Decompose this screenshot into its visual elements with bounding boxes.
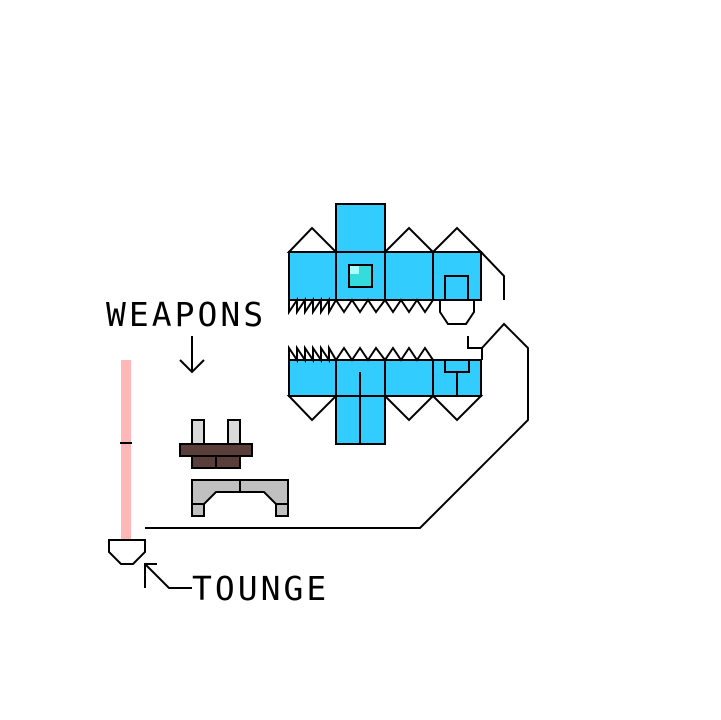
weapon-brown-handle-right xyxy=(227,419,241,445)
eye-highlight xyxy=(350,266,359,274)
weapon-brown-handle-left xyxy=(191,419,205,445)
lower-teeth-left xyxy=(288,344,338,364)
weapon-brown-guard-left xyxy=(191,455,217,469)
upper-row-left xyxy=(288,251,337,301)
tongue-shaft xyxy=(121,360,131,540)
connector xyxy=(145,322,529,529)
down-arrow-icon xyxy=(179,336,205,374)
lower-spike-mid xyxy=(382,395,436,422)
upper-spike-right xyxy=(430,226,484,253)
lower-teeth-mid xyxy=(334,346,435,362)
upper-head-block xyxy=(335,203,386,253)
connector-arrowhead xyxy=(467,336,483,360)
weapon-brown xyxy=(179,419,253,469)
weapon-brown-bar xyxy=(179,443,253,457)
upper-jaw xyxy=(286,203,505,325)
lower-teeth xyxy=(288,344,435,364)
tongue-label: TOUNGE xyxy=(192,569,329,608)
lower-jaw xyxy=(286,359,484,445)
upper-teeth xyxy=(288,296,435,316)
upper-spike-mid xyxy=(382,226,436,253)
tongue xyxy=(108,360,146,565)
upper-teeth-left xyxy=(288,296,338,316)
weapon-grey xyxy=(191,479,289,517)
upper-row-mid xyxy=(384,251,434,301)
upper-spike-left xyxy=(286,226,339,253)
pointer-arrow-icon xyxy=(144,563,192,589)
lower-row-mid xyxy=(384,359,434,397)
lower-leg-right xyxy=(359,395,386,445)
lower-spike-right xyxy=(430,395,484,422)
upper-teeth-mid xyxy=(334,298,435,314)
weapon-brown-guard-right xyxy=(215,455,241,469)
lower-row-left xyxy=(288,359,337,397)
upper-chin-cup xyxy=(439,299,475,325)
lower-spike-left xyxy=(286,395,339,422)
lower-leg-left xyxy=(335,395,361,445)
weapons-label: WEAPONS xyxy=(106,295,266,334)
tongue-tip-cup xyxy=(108,539,146,565)
connector-line xyxy=(145,322,529,529)
upper-snout-line xyxy=(480,251,505,300)
